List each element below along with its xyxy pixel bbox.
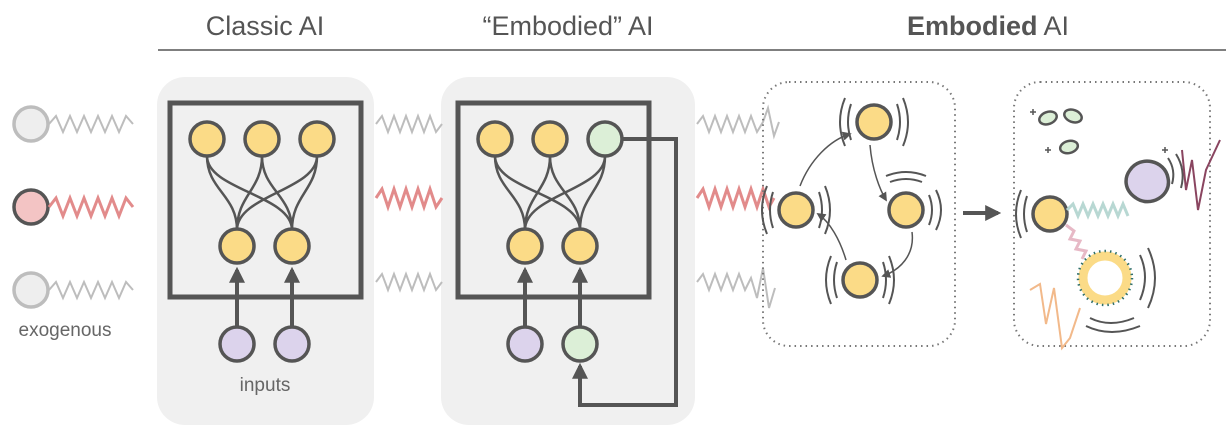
classic-ai-box bbox=[167, 100, 364, 300]
classic-output-node-3 bbox=[298, 120, 336, 158]
dynamic-node-right bbox=[887, 191, 925, 229]
classic-output-node-1 bbox=[188, 120, 226, 158]
embodied-ai-environment-panel bbox=[1013, 81, 1221, 351]
classic-hidden-node-2 bbox=[273, 227, 311, 265]
exogenous-label: exogenous bbox=[19, 320, 112, 341]
classic-hidden-node-1 bbox=[218, 227, 256, 265]
classic-output-node-2 bbox=[243, 120, 281, 158]
inter-panel-signals-1 bbox=[374, 113, 444, 293]
header-classic-ai: Classic AI bbox=[206, 11, 325, 41]
dynamic-node-top bbox=[855, 103, 893, 141]
maroon-signal bbox=[1181, 139, 1221, 211]
gray-wave-top bbox=[48, 113, 134, 135]
exogenous-node-top bbox=[12, 105, 50, 143]
embodied-agent-node bbox=[1031, 195, 1069, 233]
inter-panel-signals-2 bbox=[695, 104, 780, 309]
inputs-label: inputs bbox=[240, 375, 291, 396]
embodied-dotted-box-1 bbox=[762, 81, 956, 347]
exogenous-node-middle bbox=[12, 188, 50, 226]
classic-input-node-2 bbox=[273, 325, 311, 363]
header-embodied-suffix: AI bbox=[1037, 11, 1069, 41]
dynamic-motion-lines bbox=[761, 97, 942, 305]
quoted-input-node-purple bbox=[506, 325, 544, 363]
classic-ai-network: inputs bbox=[167, 100, 364, 396]
feedback-loop-arrow bbox=[572, 137, 678, 407]
exogenous-signals: exogenous bbox=[12, 105, 135, 341]
exogenous-node-bottom bbox=[12, 271, 50, 309]
pink-coupling-wave bbox=[1065, 223, 1089, 260]
classic-input-node-1 bbox=[218, 325, 256, 363]
quoted-output-node-2 bbox=[531, 120, 569, 158]
agent-motion-lines bbox=[1015, 189, 1028, 239]
header-embodied-ai: Embodied AI bbox=[907, 11, 1069, 41]
embodied-dotted-box-2 bbox=[1013, 81, 1211, 347]
green-cell-cluster bbox=[1038, 108, 1083, 155]
header-quoted-embodied-ai: “Embodied” AI bbox=[482, 11, 653, 41]
dynamic-node-bottom bbox=[841, 261, 879, 299]
quoted-hidden-node-2 bbox=[561, 227, 599, 265]
ring-dotted-boundary bbox=[1076, 249, 1134, 307]
quoted-embodied-connections bbox=[493, 155, 607, 231]
quoted-embodied-ai-network bbox=[455, 100, 678, 407]
purple-agent-blob bbox=[1124, 159, 1171, 204]
quoted-output-node-1 bbox=[476, 120, 514, 158]
quoted-output-node-green bbox=[586, 120, 624, 158]
quoted-embodied-ai-box bbox=[455, 100, 652, 300]
purple-blob-motion-lines bbox=[1167, 153, 1184, 189]
embodied-ai-dynamics-panel bbox=[761, 81, 956, 347]
dynamic-node-left bbox=[777, 191, 815, 229]
dynamic-transition-arrows bbox=[799, 131, 914, 278]
quoted-input-node-green bbox=[561, 325, 599, 363]
yellow-ring-entity bbox=[1078, 251, 1132, 305]
quoted-hidden-node-1 bbox=[506, 227, 544, 265]
ring-motion-lines bbox=[1085, 247, 1156, 333]
red-wave-middle bbox=[47, 193, 135, 221]
teal-coupling-wave bbox=[1065, 200, 1130, 220]
classic-ai-panel bbox=[157, 77, 374, 425]
gray-wave-bottom bbox=[48, 279, 134, 301]
header-embodied-bold: Embodied bbox=[907, 11, 1038, 41]
classic-ai-connections bbox=[205, 155, 319, 231]
orange-signal bbox=[1029, 282, 1081, 351]
